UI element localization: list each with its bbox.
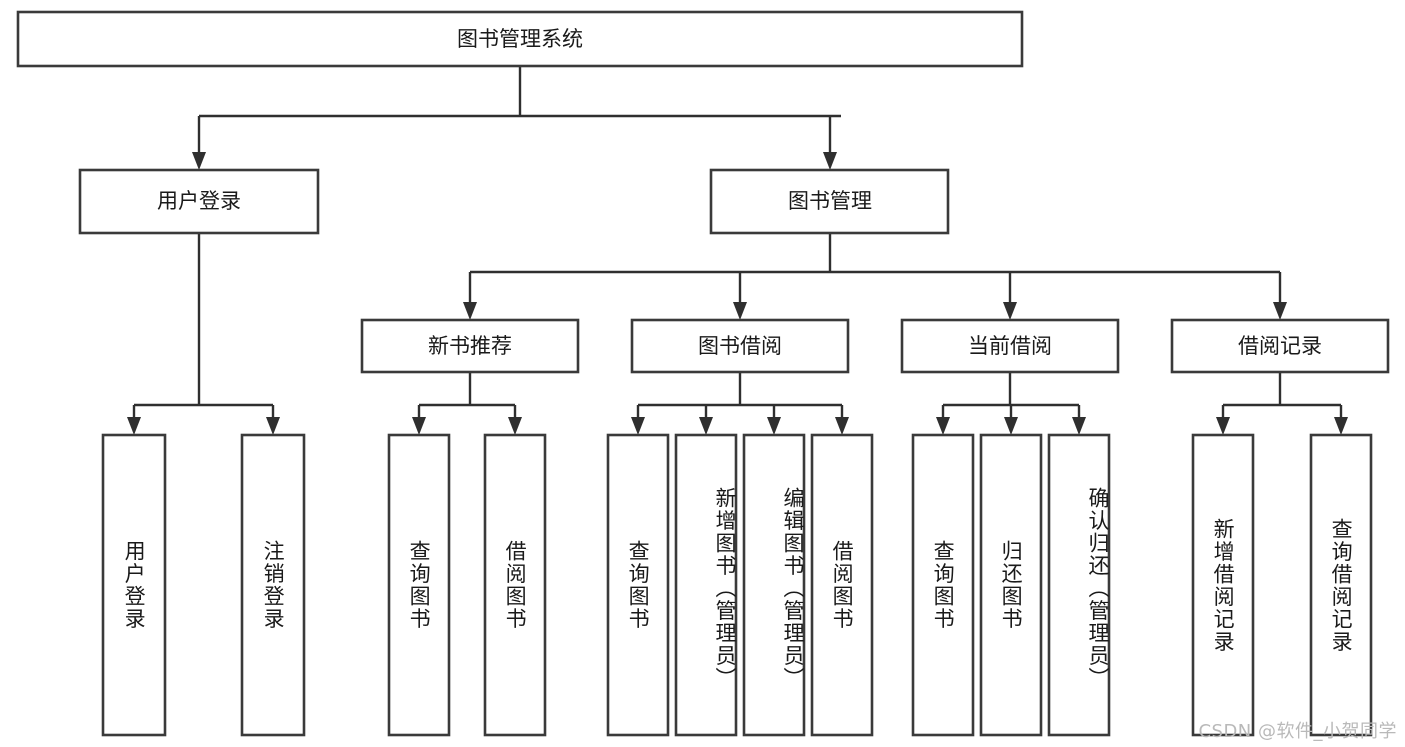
node-user-login-label: 用户登录	[157, 189, 241, 213]
leaf-box-logout[interactable]	[240, 433, 306, 737]
leaf-box-query-book-borrow[interactable]	[606, 433, 670, 737]
node-new-book-recommend-box[interactable]	[360, 318, 580, 374]
node-borrow-records-label: 借阅记录	[1238, 334, 1322, 358]
connector-bookborrow-to-leaves	[631, 372, 849, 435]
connector-bookmgmt-to-level3	[463, 233, 1287, 320]
node-borrow-records-box[interactable]	[1170, 318, 1390, 374]
node-current-borrow[interactable]: 当前借阅	[900, 318, 1120, 374]
node-book-management[interactable]: 图书管理	[709, 168, 950, 235]
leaf-box-query-book-recommend[interactable]	[387, 433, 451, 737]
node-current-borrow-box[interactable]	[900, 318, 1120, 374]
leaf-boxes	[101, 433, 1373, 737]
node-book-management-label: 图书管理	[788, 189, 872, 213]
leaf-box-return-book[interactable]	[979, 433, 1043, 737]
leaf-box-add-borrow-record[interactable]	[1191, 433, 1255, 737]
leaf-box-user-login[interactable]	[101, 433, 167, 737]
connector-currentborrow-to-leaves	[936, 372, 1086, 435]
node-borrow-records[interactable]: 借阅记录	[1170, 318, 1390, 374]
leaf-box-confirm-return-admin[interactable]	[1047, 433, 1111, 737]
csdn-watermark: CSDN @软件_小贺同学	[1198, 721, 1397, 742]
node-book-borrow[interactable]: 图书借阅	[630, 318, 850, 374]
node-new-book-recommend[interactable]: 新书推荐	[360, 318, 580, 374]
leaf-box-edit-book-admin[interactable]	[742, 433, 806, 737]
node-root-label: 图书管理系统	[457, 27, 583, 51]
node-book-borrow-label: 图书借阅	[698, 334, 782, 358]
leaf-box-borrow-book[interactable]	[810, 433, 874, 737]
connector-userlogin-to-leaves	[127, 233, 280, 435]
node-root-box[interactable]	[16, 10, 1024, 68]
leaf-box-add-book-admin[interactable]	[674, 433, 738, 737]
connector-root-to-level2	[192, 66, 841, 170]
node-current-borrow-label: 当前借阅	[968, 334, 1052, 358]
leaf-box-query-book-current[interactable]	[911, 433, 975, 737]
connector-newbook-to-leaves	[412, 372, 522, 435]
leaf-box-borrow-book-recommend[interactable]	[483, 433, 547, 737]
node-root[interactable]: 图书管理系统	[16, 10, 1024, 68]
node-user-login-box[interactable]	[78, 168, 320, 235]
node-book-management-box[interactable]	[709, 168, 950, 235]
connector-borrowrecords-to-leaves	[1216, 372, 1348, 435]
node-user-login[interactable]: 用户登录	[78, 168, 320, 235]
leaf-box-query-borrow-record[interactable]	[1309, 433, 1373, 737]
node-book-borrow-box[interactable]	[630, 318, 850, 374]
node-new-book-recommend-label: 新书推荐	[428, 334, 512, 358]
